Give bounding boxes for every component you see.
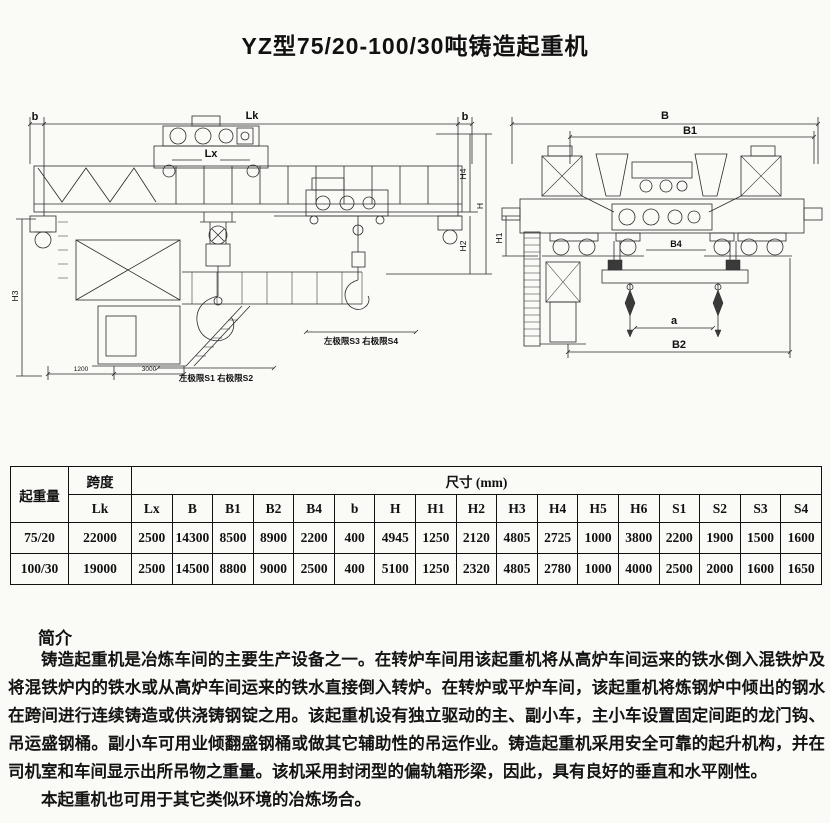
dim-cell: 2200 <box>658 522 701 554</box>
dim-cell: 2500 <box>131 553 173 585</box>
dim-cell: 8800 <box>212 553 254 585</box>
intro-heading: 简介 <box>38 629 72 649</box>
col-header: B1 <box>212 494 254 523</box>
col-header: H2 <box>455 494 498 523</box>
intro-paragraph-2: 本起重机也可用于其它类似环境的冶炼场合。 <box>41 791 371 809</box>
dim-cell: 2000 <box>699 553 741 585</box>
dim-cell: 2320 <box>455 553 498 585</box>
dim-label-B: B <box>661 110 669 122</box>
col-header-lk: Lk <box>68 494 132 523</box>
crane-end-view-drawing: B B1 B4 a B2 H1 <box>494 110 823 358</box>
capacity-cell: 75/20 <box>10 522 69 554</box>
dim-cell: 5100 <box>374 553 417 585</box>
col-header: B2 <box>252 494 295 523</box>
dim-label-h4: H4 <box>458 168 468 179</box>
col-header: S4 <box>780 494 822 523</box>
dim-cell: 2200 <box>293 522 335 554</box>
dim-cell: 1500 <box>739 522 782 554</box>
dim-cell: 1000 <box>577 553 619 585</box>
dim-cell: 1000 <box>577 522 619 554</box>
dim-label-B4: B4 <box>670 239 682 249</box>
dim-cell: 19000 <box>68 553 132 585</box>
dim-cell: 1900 <box>699 522 741 554</box>
dim-cell: 4805 <box>496 553 538 585</box>
base-dim-1200: 1200 <box>74 366 89 373</box>
dim-cell: 1250 <box>415 553 457 585</box>
dim-cell: 22000 <box>68 522 132 554</box>
dim-label-h3: H3 <box>10 290 20 301</box>
col-header: H <box>374 494 417 523</box>
dim-cell: 14300 <box>171 522 214 554</box>
dim-cell: 1600 <box>739 553 782 585</box>
dim-label-B2: B2 <box>672 339 686 351</box>
base-dim-3000: 3000 <box>142 366 157 373</box>
col-header: H5 <box>577 494 619 523</box>
aux-hook-limit-label: 左极限S3 右极限S4 <box>323 336 398 346</box>
size-header: 尺寸 (mm) <box>131 466 822 495</box>
dim-cell: 1650 <box>780 553 822 585</box>
dim-label-b-left: b <box>32 111 39 123</box>
dim-cell: 1600 <box>780 522 822 554</box>
col-header: H4 <box>536 494 579 523</box>
dim-label-h: H <box>475 203 485 209</box>
dim-cell: 14500 <box>171 553 214 585</box>
col-header: H1 <box>415 494 457 523</box>
main-hook-limit-label: 左极限S1 右极限S2 <box>178 373 253 383</box>
dim-cell: 4945 <box>374 522 417 554</box>
intro-text: 铸造起重机是冶炼车间的主要生产设备之一。在转炉车间用该起重机将从高炉车间运来的铁… <box>8 646 825 814</box>
col-header: S3 <box>739 494 782 523</box>
dim-label-lx: Lx <box>205 148 219 160</box>
col-header: Lx <box>131 494 173 523</box>
col-header: B4 <box>293 494 335 523</box>
dim-cell: 2500 <box>131 522 173 554</box>
dim-cell: 2500 <box>293 553 335 585</box>
dim-label-h2: H2 <box>458 240 468 251</box>
dim-cell: 8500 <box>212 522 254 554</box>
dim-cell: 4805 <box>496 522 538 554</box>
span-header: 跨度 <box>68 466 132 495</box>
capacity-header: 起重量 <box>10 466 69 523</box>
col-header: b <box>333 494 376 523</box>
dim-cell: 9000 <box>252 553 295 585</box>
intro-paragraph-1: 铸造起重机是冶炼车间的主要生产设备之一。在转炉车间用该起重机将从高炉车间运来的铁… <box>8 651 825 781</box>
dim-cell: 8900 <box>252 522 295 554</box>
page-title: YZ型75/20-100/30吨铸造起重机 <box>241 33 589 60</box>
col-header: S1 <box>658 494 701 523</box>
col-header: H3 <box>496 494 538 523</box>
dim-cell: 400 <box>333 522 376 554</box>
dim-cell: 2780 <box>536 553 579 585</box>
dim-cell: 1250 <box>415 522 457 554</box>
dim-label-b-right: b <box>462 111 469 123</box>
col-header: B <box>171 494 214 523</box>
crane-side-view-drawing: b Lk b Lx H4 H H2 H3 左极限S3 右极限S4 左极限S1 右… <box>10 110 492 383</box>
dim-cell: 2725 <box>536 522 579 554</box>
dim-cell: 2120 <box>455 522 498 554</box>
capacity-cell: 100/30 <box>10 553 69 585</box>
dim-cell: 400 <box>333 553 376 585</box>
dim-label-B1: B1 <box>683 125 697 137</box>
dim-label-H1: H1 <box>494 232 504 243</box>
col-header: S2 <box>699 494 741 523</box>
dim-cell: 3800 <box>617 522 660 554</box>
dim-label-lk: Lk <box>246 110 260 122</box>
dim-cell: 4000 <box>617 553 660 585</box>
dim-label-a: a <box>671 315 678 327</box>
col-header: H6 <box>617 494 660 523</box>
dim-cell: 2500 <box>658 553 701 585</box>
